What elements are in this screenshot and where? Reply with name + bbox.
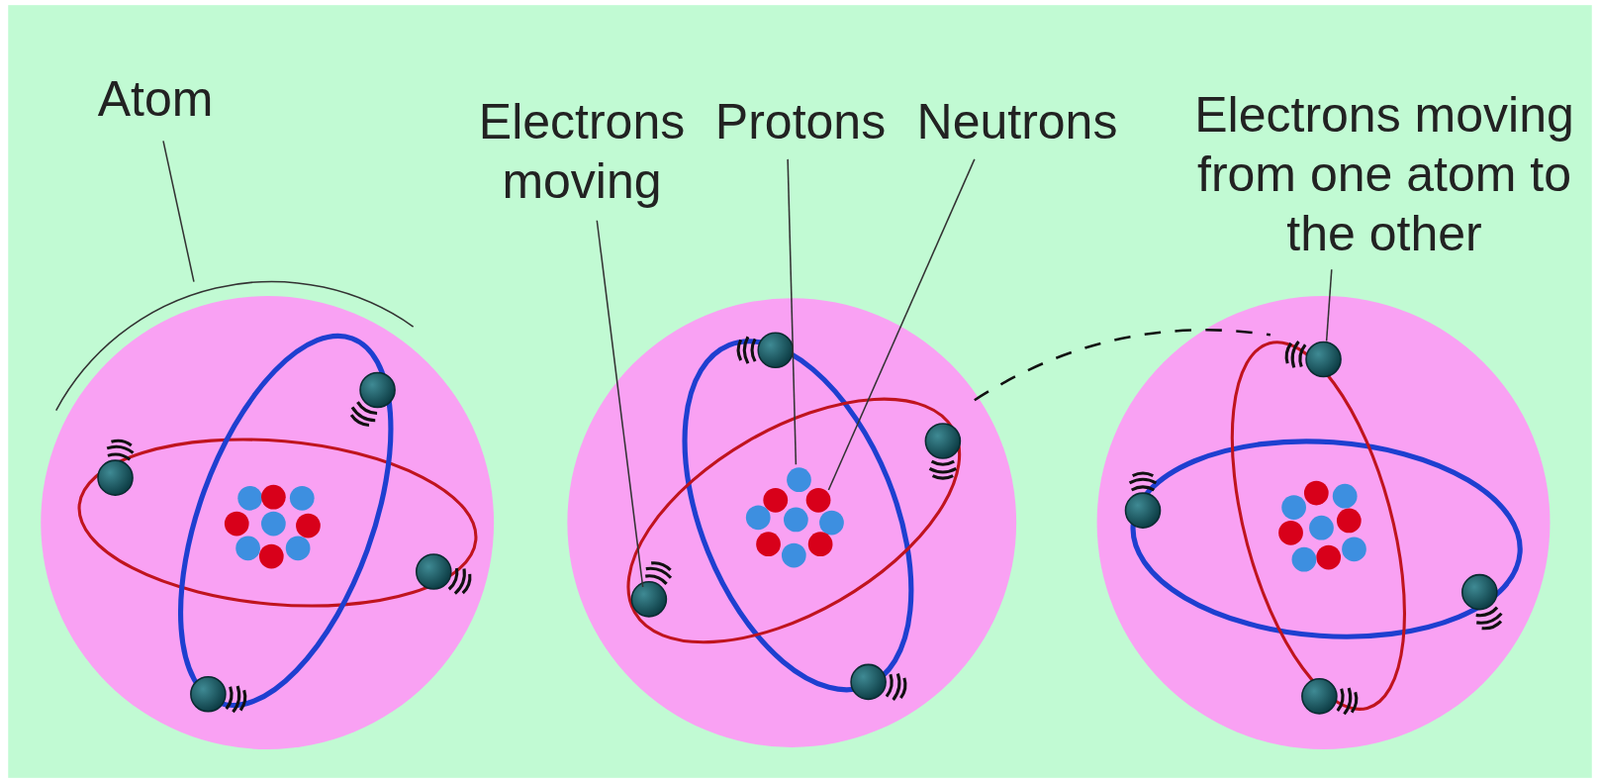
- atom-left-part-part: [295, 513, 321, 539]
- atom-left-part-part: [261, 484, 286, 510]
- atom-middle-part-part: [925, 423, 960, 459]
- atom-middle-part: [746, 467, 845, 567]
- atom-middle-part: [643, 559, 674, 584]
- atom-middle-part-part: [850, 663, 886, 699]
- atom-middle-part: [639, 308, 957, 723]
- atom-left-part-part: [224, 511, 250, 537]
- atom-right-part-part: [1341, 536, 1367, 562]
- atom-right-part: [1284, 339, 1306, 369]
- atom-middle-part: [631, 332, 960, 699]
- atom-left-part-part: [285, 535, 311, 561]
- atom-right-part: [1097, 295, 1551, 750]
- atom-left-part-part: [97, 460, 133, 495]
- atom-left-part: [72, 423, 483, 621]
- leader-lines-part: [787, 159, 796, 465]
- atom-middle-part: [738, 336, 755, 364]
- atom-label: Atom: [56, 69, 255, 129]
- atom-right-part-part: [1316, 545, 1341, 570]
- atom-middle-part-part: [808, 531, 834, 557]
- atom-right-part-part: [1281, 494, 1307, 520]
- atom-middle-part-part: [762, 487, 788, 513]
- background: [7, 4, 1593, 778]
- atom-left-part-part: [235, 535, 261, 561]
- leader-lines-part: [596, 220, 643, 587]
- protons-label: Protons: [681, 92, 920, 152]
- atom-left-part-part: [360, 372, 395, 407]
- atom-right-part-part: [1125, 492, 1160, 528]
- atom-left-part: [448, 565, 473, 597]
- atom-middle-part-part: [631, 581, 666, 617]
- leader-lines-part: [1326, 269, 1332, 341]
- atom-middle-part-part: [781, 543, 807, 568]
- leader-lines-part: [163, 140, 194, 282]
- atom-left-part: [40, 295, 494, 750]
- atom-right-part: [1474, 606, 1506, 632]
- atom-middle-part: [929, 461, 956, 478]
- atom-middle-part-part: [755, 531, 781, 557]
- atom-right: [1097, 295, 1551, 750]
- atom-right-part-part: [1462, 574, 1498, 610]
- leader-lines: [56, 140, 1332, 587]
- atom-right-part-part: [1306, 341, 1341, 377]
- atom-right-part-part: [1278, 520, 1304, 546]
- atom-middle-part: [755, 487, 833, 557]
- atom-left-part: [225, 684, 247, 714]
- atom-left-part: [137, 308, 434, 733]
- atom-right-part-part: [1309, 515, 1334, 541]
- atom-left-part: [105, 438, 135, 460]
- atom-right-part-part: [1332, 483, 1358, 509]
- atom-right-part: [1125, 341, 1497, 713]
- atom-right-part-part: [1292, 547, 1318, 572]
- atom-left: [40, 295, 494, 750]
- leader-lines-part: [56, 281, 414, 410]
- atom-right-part: [1198, 324, 1438, 728]
- electron-path: [974, 329, 1271, 400]
- atom-right-part-part: [1304, 480, 1329, 506]
- atom-left-part-part: [289, 485, 315, 511]
- electrons-label: Electrons moving: [453, 92, 711, 211]
- atom-right-part: [1126, 428, 1527, 650]
- atom-right-part: [1281, 483, 1367, 572]
- atom-right-part: [1129, 472, 1157, 490]
- atom-left-part-part: [416, 554, 452, 589]
- atom-right-part-part: [1336, 508, 1362, 534]
- atom-middle-part: [886, 671, 908, 701]
- atom-middle-part-part: [757, 332, 793, 368]
- transfer-label: Electrons moving from one atom to the ot…: [1186, 85, 1583, 264]
- atom-right-part-part: [1302, 678, 1337, 714]
- atom-left-part-part: [190, 676, 226, 712]
- atom-middle-part-part: [806, 487, 832, 513]
- atom-middle-part-part: [786, 467, 812, 492]
- atom-left-part: [224, 484, 321, 569]
- atom-right-part: [1336, 686, 1358, 716]
- neutrons-label: Neutrons: [888, 92, 1146, 152]
- atom-middle-part-part: [783, 507, 809, 533]
- leader-lines-part: [828, 159, 974, 490]
- atom-left-part-part: [237, 485, 263, 511]
- atom-left-part-part: [261, 511, 286, 537]
- atom-middle-part-part: [819, 510, 845, 536]
- atom-left-part-part: [259, 544, 284, 569]
- atom-middle-part-part: [746, 504, 771, 530]
- atom-left-part: [97, 372, 452, 711]
